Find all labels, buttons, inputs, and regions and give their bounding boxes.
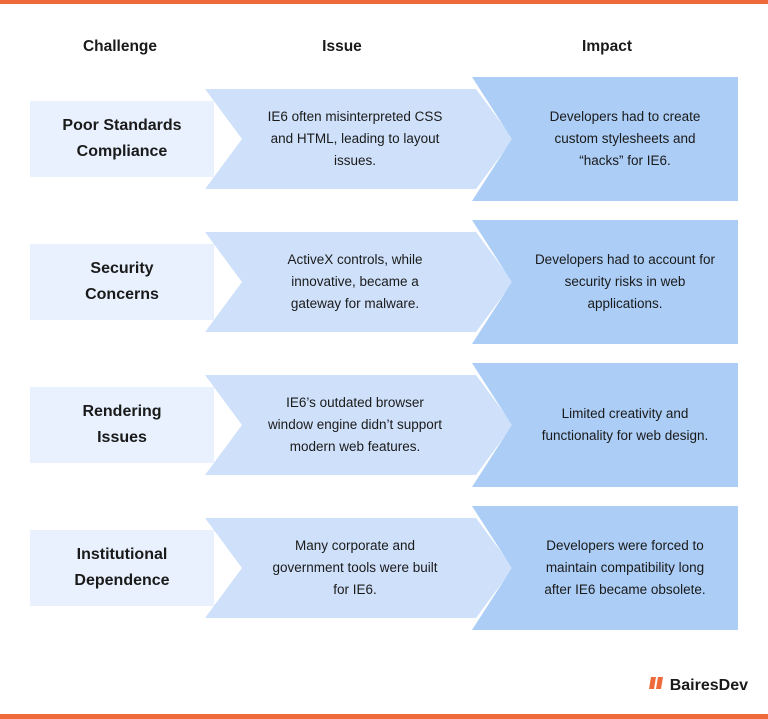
challenge-cell: Security Concerns xyxy=(30,244,214,320)
bottom-accent-bar xyxy=(0,714,768,719)
header-issue: Issue xyxy=(322,38,362,55)
impact-text: Developers were forced to maintain compa… xyxy=(544,538,706,597)
impact-cell: Developers had to create custom styleshe… xyxy=(515,77,735,201)
impact-text: Developers had to create custom styleshe… xyxy=(549,109,701,168)
brand-name: BairesDev xyxy=(669,676,748,694)
header-challenge: Challenge xyxy=(82,38,158,55)
challenge-cell: Institutional Dependence xyxy=(30,530,214,606)
challenge-label: Security Concerns xyxy=(85,260,159,303)
issue-text: IE6’s outdated browser window engine did… xyxy=(267,395,443,454)
impact-chevron-shape xyxy=(472,506,738,630)
impact-text: Limited creativity and functionality for… xyxy=(541,406,709,443)
header-impact: Impact xyxy=(582,38,632,55)
impact-cell: Limited creativity and functionality for… xyxy=(515,363,735,487)
impact-chevron-shape xyxy=(472,363,738,487)
issue-cell: IE6 often misinterpreted CSS and HTML, l… xyxy=(250,89,460,189)
challenge-label: Poor Standards Compliance xyxy=(62,117,182,160)
challenge-label: Rendering Issues xyxy=(82,403,162,446)
issue-arrow-shape xyxy=(205,89,513,189)
issue-cell: IE6’s outdated browser window engine did… xyxy=(250,375,460,475)
issue-arrow-shape xyxy=(205,518,513,618)
bairesdev-logo-icon xyxy=(648,676,665,695)
challenge-cell: Rendering Issues xyxy=(30,387,214,463)
impact-cell: Developers were forced to maintain compa… xyxy=(515,506,735,630)
issue-text: ActiveX controls, while innovative, beca… xyxy=(287,252,423,311)
issue-text: IE6 often misinterpreted CSS and HTML, l… xyxy=(267,109,443,168)
table-row: Rendering Issues IE6’s outdated browser … xyxy=(0,363,768,487)
issue-cell: Many corporate and government tools were… xyxy=(250,518,460,618)
impact-text: Developers had to account for security r… xyxy=(534,252,716,311)
challenge-label: Institutional Dependence xyxy=(74,546,170,589)
issue-cell: ActiveX controls, while innovative, beca… xyxy=(250,232,460,332)
table-row: Security Concerns ActiveX controls, whil… xyxy=(0,220,768,344)
issue-arrow-shape xyxy=(205,375,513,475)
issue-arrow-shape xyxy=(205,232,513,332)
table-row: Poor Standards Compliance IE6 often misi… xyxy=(0,77,768,201)
impact-chevron-shape xyxy=(472,77,738,201)
impact-cell: Developers had to account for security r… xyxy=(515,220,735,344)
issue-text: Many corporate and government tools were… xyxy=(272,538,438,597)
brand-logo: BairesDev xyxy=(648,676,748,695)
impact-chevron-shape xyxy=(472,220,738,344)
top-accent-bar xyxy=(0,0,768,4)
table-row: Institutional Dependence Many corporate … xyxy=(0,506,768,630)
challenge-cell: Poor Standards Compliance xyxy=(30,101,214,177)
